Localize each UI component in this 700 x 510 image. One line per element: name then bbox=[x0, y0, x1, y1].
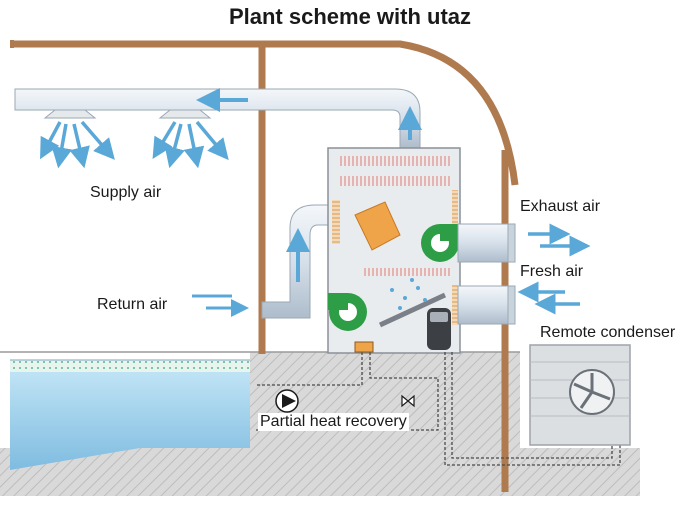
exhaust-air-label: Exhaust air bbox=[520, 198, 601, 215]
fan-icon bbox=[421, 224, 460, 262]
diagram-title: Plant scheme with utaz bbox=[228, 4, 472, 29]
water-drops bbox=[390, 278, 427, 310]
ground bbox=[0, 351, 640, 496]
return-air-label: Return air bbox=[97, 296, 168, 313]
pump-icon bbox=[275, 389, 299, 413]
partial-heat-recovery-label: Partial heat recovery bbox=[258, 413, 409, 431]
fan-icon bbox=[328, 293, 367, 331]
exhaust-duct bbox=[457, 223, 516, 263]
fresh-air-arrows bbox=[517, 281, 580, 315]
frame-end bbox=[10, 40, 14, 48]
compressor-icon bbox=[427, 308, 451, 350]
fresh-air-duct bbox=[457, 285, 516, 325]
fresh-air-label: Fresh air bbox=[520, 263, 584, 280]
supply-duct bbox=[14, 88, 421, 149]
supply-air-label: Supply air bbox=[90, 184, 162, 201]
exhaust-arrows bbox=[528, 223, 591, 257]
plate-exchanger bbox=[354, 341, 374, 353]
valve-icon bbox=[401, 394, 415, 408]
remote-condenser-label: Remote condenser bbox=[540, 324, 676, 341]
swimming-pool bbox=[10, 359, 250, 470]
remote-condenser bbox=[529, 344, 631, 446]
diffuser-arrows bbox=[40, 120, 229, 169]
condenser-fan-icon bbox=[569, 369, 615, 415]
heat-exchanger-icon bbox=[354, 201, 401, 251]
